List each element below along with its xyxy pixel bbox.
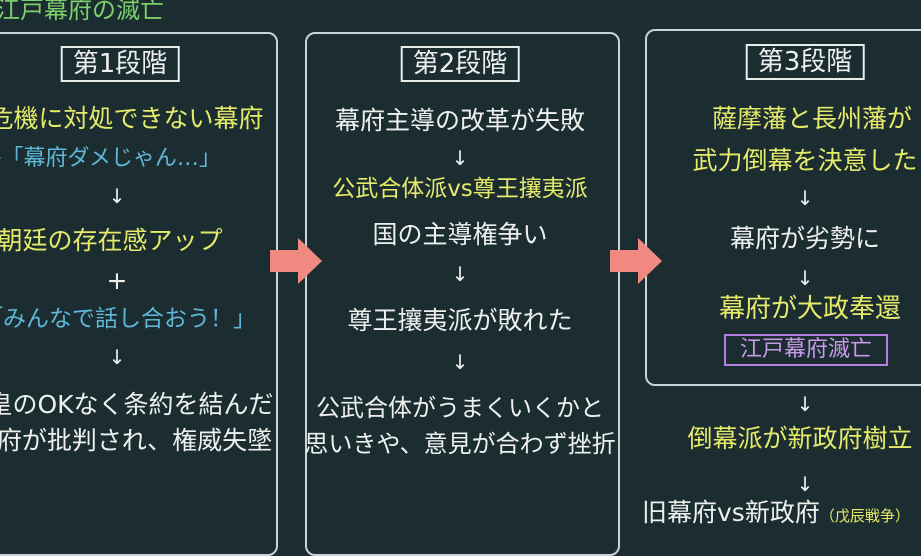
stage1-title: 第1段階 [60,46,180,82]
result-badge: 江戸幕府滅亡 [723,334,889,366]
down-arrow-icon: ↓ [451,350,469,374]
stage3-box [645,29,921,386]
stage1-line: 幕府が批判され、権威失墜 [0,426,273,455]
stage3-title: 第3段階 [745,44,865,80]
stage3-line: 武力倒幕を決意した [692,146,918,175]
arrow-right-icon [610,238,662,284]
stage2-line: 思いきや、意見が合わず挫折 [304,430,616,458]
stage3-line: 薩摩藩と長州藩が [711,104,913,133]
down-arrow-icon: ↓ [108,184,126,208]
arrow-right-icon [270,238,322,284]
stage3-line: 幕府が劣勢に [729,224,881,253]
stage2-line: 公武合体がうまくいくかと [316,394,604,422]
down-arrow-icon: ↓ [451,146,469,170]
after-note: （戊辰戦争） [819,507,910,525]
down-arrow-icon: ↓ [108,345,126,369]
stage1-line: 危機に対処できない幕府 [0,104,264,133]
down-arrow-icon: ↓ [451,262,469,286]
stage3-line: 幕府が大政奉還 [718,294,902,324]
after-line: 倒幕派が新政府樹立 [687,424,913,453]
stage1-line: 天皇のOKなく条約を結んだ [0,390,274,419]
after-line-text: 旧幕府vs新政府 [642,498,820,527]
stage2-line: 幕府主導の改革が失敗 [334,106,586,135]
down-arrow-icon: ↓ [796,186,814,210]
stage2-line: 国の主導権争い [372,220,548,249]
down-arrow-icon: ↓ [796,266,814,290]
after-line: 旧幕府vs新政府（戊辰戦争） [642,500,910,525]
down-arrow-icon: ↓ [796,472,814,496]
stage2-line: 尊王攘夷派が敗れた [347,306,573,335]
stage1-line: 「みんなで話し合おう！」 [0,306,256,332]
stage2-line: 公武合体派vs尊王攘夷派 [332,176,588,202]
stage1-line: →「幕府ダメじゃん…」 [0,146,221,171]
stage1-line: 朝廷の存在感アップ [0,226,223,255]
down-arrow-icon: ↓ [796,392,814,416]
plus-sign: + [106,266,128,295]
diagram-title: 江戸幕府の滅亡 [0,0,164,24]
stage2-title: 第2段階 [400,46,520,82]
